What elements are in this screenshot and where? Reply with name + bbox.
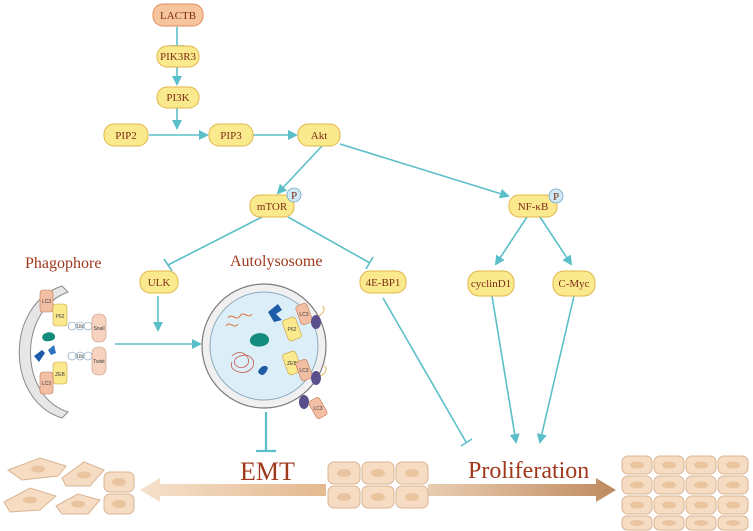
proliferation-big-arrow (428, 478, 616, 502)
node-nfkb: NF-κB P (508, 188, 564, 218)
ubiquitin-chain-bottom: Ub (67, 351, 93, 361)
purple-receptor-1 (311, 315, 321, 329)
center-epithelial-cells (327, 461, 429, 509)
pik3r3-label: PIK3R3 (160, 51, 197, 63)
connectors (115, 27, 575, 453)
p62-auto-text: P62 (288, 327, 297, 333)
inhibit-bar-proliferation (460, 438, 473, 447)
autolysosome-illustration: LC3 P62 ZEB LC3 LC3 (201, 283, 328, 419)
zeb-text: ZEB (55, 372, 65, 378)
lactb-label: LACTB (160, 10, 196, 22)
lc3-top-text: LC3 (42, 299, 51, 305)
nfkb-to-cmyc (539, 216, 573, 266)
proliferation-label: Proliferation (468, 458, 589, 484)
purple-receptor-2 (311, 371, 321, 385)
pi3k-label: PI3K (166, 92, 189, 104)
node-mtor: mTOR P (249, 187, 302, 218)
zeb-protein: ZEB (52, 361, 68, 385)
cargo-blue-shard-2 (48, 345, 56, 355)
inhibit-bar-ulk (163, 258, 173, 272)
inhibit-bar-4ebp1 (365, 256, 374, 270)
lc3-c-text: LC3 (313, 406, 322, 412)
node-pip2: PIP2 (103, 123, 149, 147)
snail-protein: Snail (91, 313, 107, 343)
autolysosome-label: Autolysosome (230, 253, 322, 270)
zeb-auto-text: ZEB (287, 361, 297, 367)
4ebp1-inhibits-proliferation (382, 297, 467, 443)
node-cmyc: C-Myc (552, 270, 596, 297)
cmyc-label: C-Myc (558, 278, 589, 290)
cargo-blue-drop (258, 365, 268, 375)
cargo-blue-shard (34, 350, 45, 362)
4ebp1-label: 4E-BP1 (366, 277, 401, 289)
ulk-label: ULK (148, 277, 171, 289)
lc3-protein-a: LC3 (295, 303, 313, 325)
akt-to-nfkb (339, 143, 510, 199)
p62-text: P62 (56, 314, 65, 320)
nfkb-phospho-label: P (553, 191, 559, 203)
mtor-phospho-badge (286, 187, 302, 203)
pip2-label: PIP2 (115, 130, 136, 142)
cargo-red-thread (230, 352, 254, 373)
cyclind1-label: cyclinD1 (471, 278, 511, 290)
lc3-b-text: LC3 (299, 368, 308, 374)
cmyc-to-proliferation (536, 295, 575, 444)
p62-protein-auto: P62 (282, 316, 302, 342)
mesenchymal-cells (3, 457, 135, 515)
membrane-tail-2 (319, 365, 327, 377)
cargo-blue-cluster (268, 304, 282, 322)
node-akt: Akt (297, 123, 341, 147)
snail-text: Snail (93, 326, 104, 332)
purple-receptor-3 (299, 395, 309, 409)
node-4ebp1: 4E-BP1 (359, 270, 407, 294)
akt-label: Akt (311, 130, 328, 142)
pip3-label: PIP3 (220, 130, 242, 142)
cargo-teal-blob (42, 332, 56, 342)
node-pi3k: PI3K (156, 86, 200, 109)
akt-to-mtor (276, 145, 323, 195)
twist-protein: Twist (91, 346, 107, 376)
cargo-orange-fibers (225, 313, 253, 327)
nfkb-label: NF-κB (518, 201, 549, 213)
mtor-inhibits-4ebp1 (287, 216, 371, 264)
phagophore-label: Phagophore (25, 255, 101, 272)
ub-top-text: Ub (77, 324, 84, 330)
node-ulk: ULK (139, 270, 179, 294)
node-cyclind1: cyclinD1 (467, 270, 515, 297)
mtor-label: mTOR (257, 201, 288, 213)
nfkb-phospho-badge (548, 188, 564, 204)
cyclind1-to-proliferation (491, 295, 520, 444)
emt-big-arrow (140, 478, 326, 502)
phagophore-membrane (18, 285, 69, 419)
lc3-protein-b: LC3 (295, 359, 313, 381)
phagophore-illustration: LC3 P62 Ub Snail Ub Twist (18, 285, 107, 419)
ubiquitin-chain-top: Ub (67, 321, 93, 331)
cargo-teal-blob (249, 333, 270, 347)
zeb-protein-auto: ZEB (282, 350, 302, 376)
node-pip3: PIP3 (208, 123, 254, 147)
lc3-top-protein: LC3 (39, 289, 54, 313)
proliferating-cells (621, 455, 749, 531)
node-lactb: LACTB (152, 3, 204, 27)
membrane-tail-1 (317, 305, 325, 317)
nfkb-to-cyclind1 (494, 216, 528, 266)
p62-top-protein: P62 (52, 303, 68, 327)
lc3-bottom-text: LC3 (42, 381, 51, 387)
node-pik3r3: PIK3R3 (156, 45, 200, 68)
emt-label: EMT (240, 457, 295, 486)
twist-text: Twist (93, 359, 105, 365)
mtor-inhibits-ulk (167, 216, 263, 266)
mtor-phospho-label: P (291, 190, 297, 202)
lc3-a-text: LC3 (299, 312, 308, 318)
lc3-bottom-protein: LC3 (39, 371, 54, 395)
ub-bottom-text: Ub (77, 354, 84, 360)
lc3-protein-c: LC3 (308, 397, 328, 419)
